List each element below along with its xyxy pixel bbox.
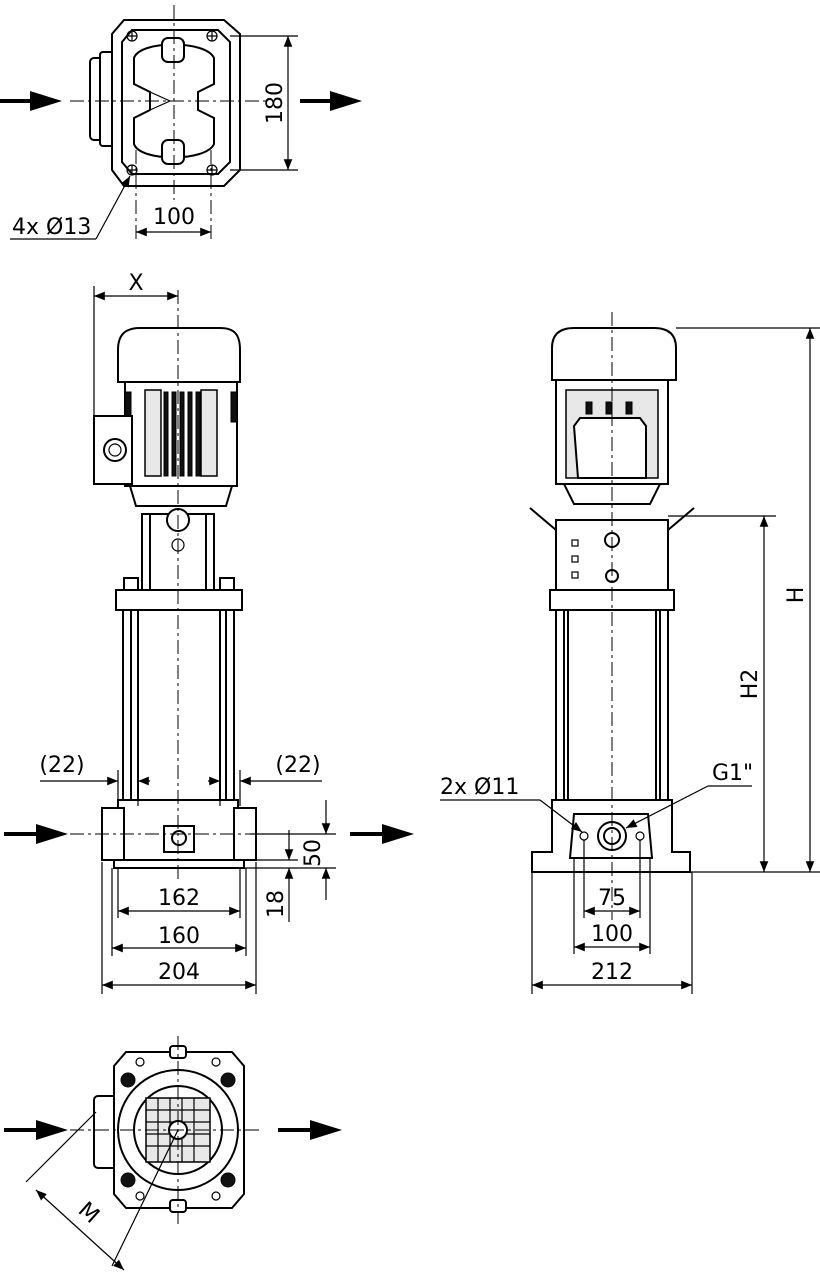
- dim-160-label: 160: [158, 924, 200, 949]
- thread-leader-side: G1": [625, 761, 753, 829]
- dim-m-label: M: [73, 1198, 104, 1229]
- dim-50-label: 50: [301, 839, 326, 867]
- dim-162: 162: [117, 868, 241, 918]
- dim-h2-label: H2: [738, 669, 763, 700]
- dim-212-label: 212: [591, 960, 633, 985]
- holes-leader-side: 2x Ø11: [440, 775, 583, 833]
- dim-204-label: 204: [158, 960, 200, 985]
- inlet-arrow-top: [0, 91, 62, 111]
- holes-label-top: 4x Ø13: [12, 215, 91, 240]
- terminal-box-side: [572, 417, 647, 479]
- motor-fins: [124, 391, 238, 477]
- front-view: X (22) (22) 50: [4, 271, 414, 994]
- outlet-arrow-bottom: [278, 1120, 342, 1140]
- dim-160: 160: [111, 868, 247, 956]
- inlet-arrow-bottom: [4, 1120, 68, 1140]
- dim-100-top: 100: [136, 205, 211, 237]
- dim-180: 180: [230, 35, 298, 171]
- dim-x-label: X: [128, 271, 143, 296]
- holes-label-side: 2x Ø11: [440, 775, 519, 800]
- holes-leader-top: 4x Ø13: [10, 175, 131, 240]
- dim-75: 75: [583, 840, 641, 918]
- dim-100-side-label: 100: [591, 922, 633, 947]
- motor-fan-cover-side: [551, 327, 677, 381]
- dim-204: 204: [101, 862, 257, 994]
- dim-18-label: 18: [264, 890, 289, 918]
- dim-162-label: 162: [158, 886, 200, 911]
- side-view: H H2 2x Ø11 G1" 75: [440, 312, 820, 994]
- dim-22-left-label: (22): [39, 753, 84, 778]
- pump-sleeve: [137, 609, 221, 801]
- bottom-view: M: [4, 1036, 342, 1271]
- dim-18: 18: [244, 830, 298, 922]
- motor-fan-cover: [117, 327, 241, 383]
- mount-holes-top: [126, 30, 218, 176]
- dim-100-top-label: 100: [153, 205, 195, 230]
- dim-h-label: H: [784, 587, 809, 604]
- dim-22-right: (22): [208, 753, 322, 806]
- dim-50: 50: [244, 800, 336, 900]
- thread-label-side: G1": [712, 761, 753, 786]
- dim-h2: H2: [668, 515, 776, 872]
- dim-75-label: 75: [598, 886, 626, 911]
- dim-h: H: [676, 327, 820, 873]
- dim-212: 212: [531, 872, 693, 994]
- dim-100-side: 100: [573, 858, 651, 954]
- outlet-arrow-top: [300, 91, 362, 111]
- dim-22-left: (22): [39, 753, 150, 806]
- mount-holes-bottom: [120, 1057, 236, 1201]
- outlet-arrow-front: [350, 824, 414, 844]
- top-view: 180 100 4x Ø13: [0, 5, 362, 240]
- inlet-arrow-front: [4, 824, 68, 844]
- dim-22-right-label: (22): [275, 753, 320, 778]
- dim-180-label: 180: [263, 82, 288, 124]
- dim-x: X: [93, 271, 178, 420]
